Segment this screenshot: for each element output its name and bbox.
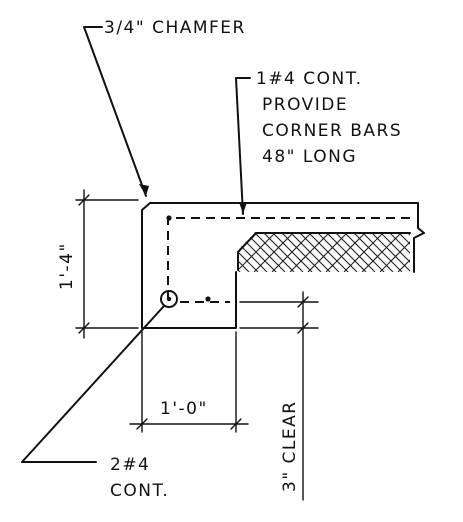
hatch-line (379, 232, 410, 272)
clearance-dimension (239, 291, 319, 501)
height-dim-label: 1'-4" (57, 242, 77, 290)
width-dim-label: 1'-0" (160, 399, 208, 419)
hatch-line (443, 232, 463, 272)
hatch-line (325, 232, 367, 272)
hatch-line (352, 232, 394, 272)
soil-surface-line (237, 232, 411, 271)
chamfer-leader (83, 26, 147, 197)
hatch-line (334, 232, 376, 272)
hatch-line (416, 232, 456, 272)
hatch-line (238, 232, 250, 272)
hatch-line (397, 232, 410, 272)
hatch-line (370, 232, 410, 272)
clearance-label: 3" CLEAR (280, 400, 300, 492)
height-dimension (75, 189, 139, 339)
corner-bar-arrow (239, 202, 247, 214)
hatch-line (361, 232, 403, 272)
corner-bar-label-4: 48" LONG (262, 147, 357, 167)
hatch-line (416, 232, 456, 272)
hatch-line (238, 232, 268, 272)
hatch-line (253, 232, 295, 272)
hatch-line (452, 232, 463, 272)
bottom-bar-label-1: 2#4 (110, 455, 150, 475)
corner-bar-label-1: 1#4 CONT. (256, 69, 363, 89)
hatch-line (280, 232, 322, 272)
corner-bar-leader (235, 77, 251, 215)
width-dimension (129, 331, 249, 433)
soil-hatching (237, 232, 463, 272)
hatch-line (434, 232, 463, 272)
hatch-line (238, 232, 259, 272)
hatch-line (434, 232, 463, 272)
bottom-bar-label-2: CONT. (110, 481, 169, 501)
hatch-line (271, 232, 313, 272)
hatch-line (238, 232, 241, 272)
hatch-line (307, 232, 349, 272)
chamfer-arrow (139, 184, 149, 196)
hatch-line (397, 232, 410, 272)
hatch-line (316, 232, 358, 272)
break-line (413, 202, 425, 273)
hatch-line (388, 232, 410, 272)
hatch-line (343, 232, 385, 272)
hatch-line (262, 232, 304, 272)
corner-bar-dot (166, 215, 172, 221)
hatch-line (298, 232, 340, 272)
bottom-bar-leader (21, 305, 165, 463)
hatch-line (238, 232, 277, 272)
hatch-line (452, 232, 463, 272)
bottom-bar-dot (205, 296, 211, 302)
concrete-outline (141, 202, 419, 329)
reinforcement-dashed (167, 217, 410, 300)
corner-bar-label-3: CORNER BARS (262, 121, 402, 141)
hatch-line (289, 232, 331, 272)
hatch-line (238, 232, 241, 272)
hatch-line (425, 232, 463, 272)
chamfer-label: 3/4" CHAMFER (104, 18, 246, 38)
bottom-bar-circle (160, 290, 178, 308)
corner-bar-label-2: PROVIDE (262, 95, 348, 115)
